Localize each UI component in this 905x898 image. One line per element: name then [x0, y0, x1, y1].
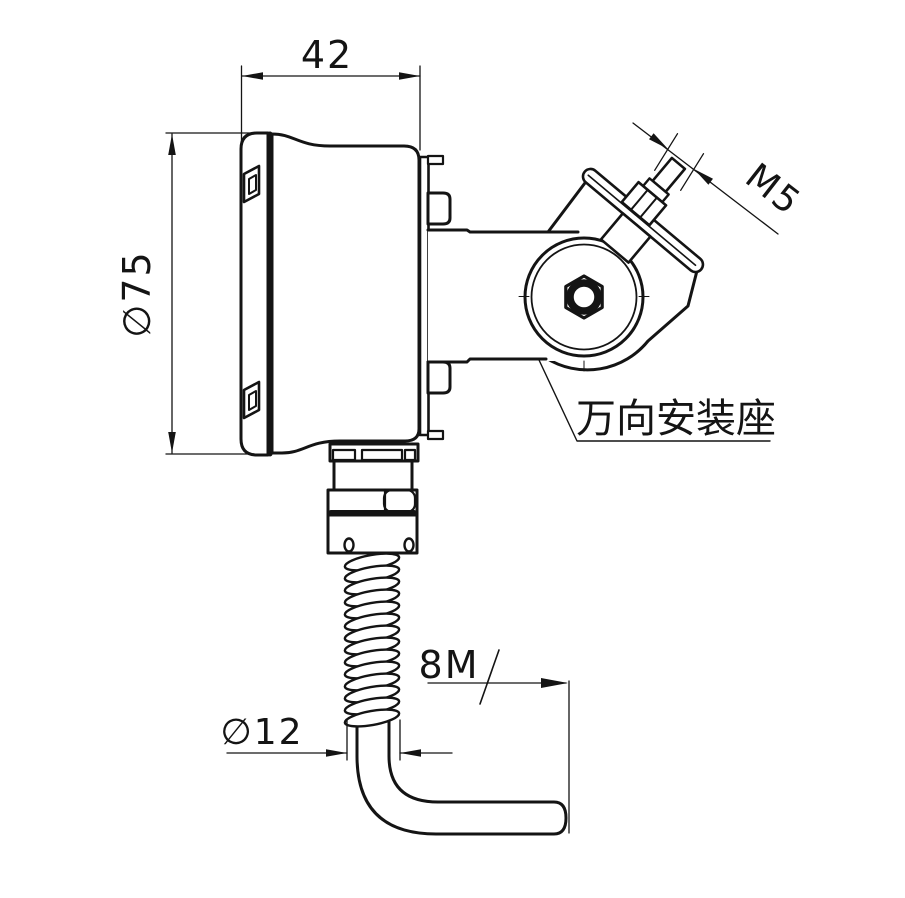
swivel-bracket [426, 156, 705, 372]
bracket-label: 万向安装座 [576, 396, 776, 442]
dim-text-thread: M5 [738, 156, 809, 224]
dim-cable-length [427, 649, 570, 834]
cable-gland [326, 442, 420, 555]
dim-text-cable-length: 8M [419, 643, 480, 687]
dim-cable-diameter [226, 719, 453, 761]
cable [355, 719, 568, 836]
sensor-body [239, 131, 452, 457]
front-clip-top [242, 164, 261, 204]
dim-text-diameter: ∅75 [115, 250, 159, 337]
dim-body-diameter [165, 132, 255, 455]
pivot-washer [566, 279, 602, 315]
break-symbol [479, 649, 500, 705]
m5-screw [620, 156, 687, 227]
gland-screw-right [403, 537, 415, 553]
front-clip-bottom [242, 380, 261, 420]
dim-body-width [240, 65, 421, 151]
flexible-conduit [343, 552, 401, 728]
centerline-ticks [518, 296, 650, 372]
dim-text-width: 42 [301, 33, 353, 77]
dim-text-cable-diameter: ∅12 [220, 712, 303, 753]
dim-screw-thread [632, 122, 779, 235]
leader-line [538, 359, 771, 442]
gland-screw-left [343, 537, 355, 553]
pivot-joint [518, 236, 650, 372]
